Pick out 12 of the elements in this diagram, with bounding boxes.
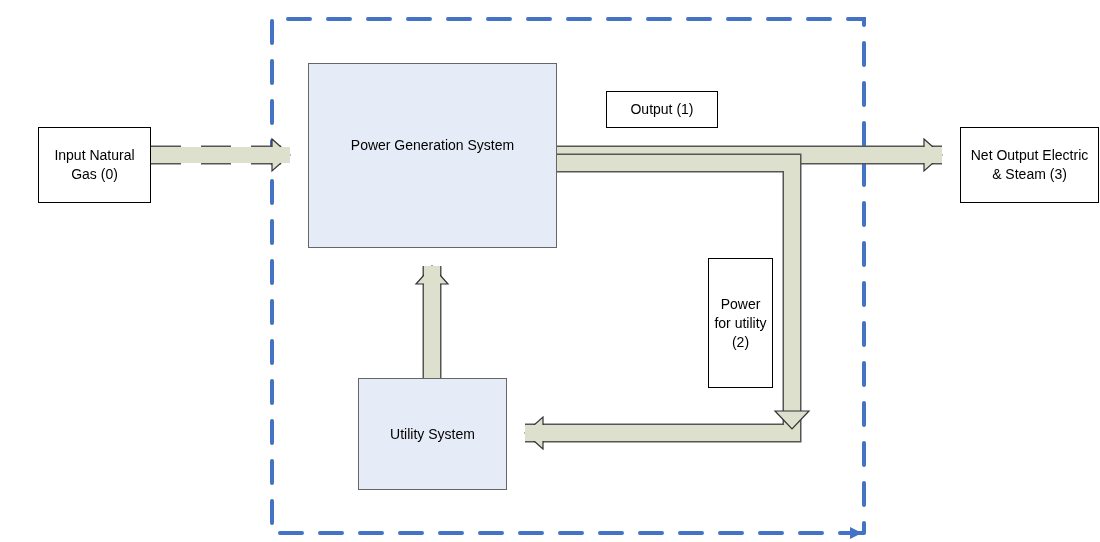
node-label: Power for utility (2) (713, 294, 768, 352)
node-label: Net Output Electric & Steam (3) (969, 146, 1090, 184)
node-label: Power Generation System (350, 136, 515, 155)
text-box (708, 258, 773, 388)
text-box (38, 127, 151, 203)
node-label: Output (1) (630, 100, 694, 119)
node-label: Input Natural Gas (0) (53, 146, 136, 184)
system-box (308, 63, 557, 248)
text-box (606, 91, 718, 128)
node-label: Utility System (390, 424, 475, 444)
system-box (358, 378, 507, 490)
text-box (960, 127, 1099, 203)
